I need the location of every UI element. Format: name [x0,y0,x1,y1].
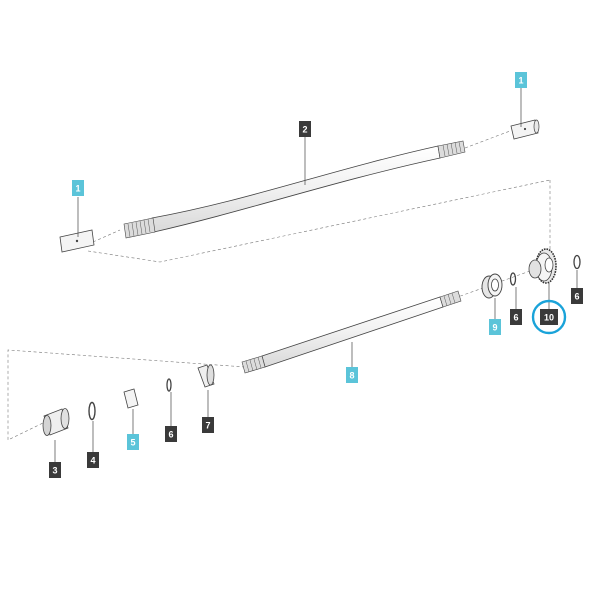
assembly-guide-lines [7,130,556,441]
part-10-gear [528,248,557,284]
svg-text:1: 1 [518,76,523,86]
svg-text:10: 10 [544,313,554,323]
callout-tag-5: 5 [127,434,139,450]
svg-text:7: 7 [205,421,210,431]
callout-tag-10: 10 [540,309,558,325]
svg-text:5: 5 [130,438,135,448]
part-5-sleeve [123,388,139,409]
leader-lines [54,88,578,462]
svg-text:9: 9 [492,323,497,333]
part-7-spacer [197,364,215,388]
callout-tag-4: 4 [87,452,99,468]
callout-tag-9: 9 [489,319,501,335]
callout-tag-3: 3 [49,462,61,478]
callout-tag-1-right: 1 [515,72,527,88]
part-1-sleeve-left [59,229,95,253]
part-3-bushing [42,408,70,436]
svg-text:6: 6 [168,430,173,440]
part-4-ring [88,401,96,421]
part-2-upper-shaft [123,140,466,239]
callout-tag-7: 7 [202,417,214,433]
svg-text:1: 1 [75,184,80,194]
callout-tag-2: 2 [299,121,311,137]
svg-text:4: 4 [90,456,95,466]
svg-text:2: 2 [302,125,307,135]
part-6-snap-ring-right [573,254,581,270]
part-6-snap-ring-left [166,378,172,392]
part-1-sleeve-right [510,119,540,140]
callout-tag-8: 8 [346,367,358,383]
part-8-lower-shaft [241,290,462,374]
part-9-bearing [481,273,503,299]
svg-text:8: 8 [349,371,354,381]
part-6-snap-ring-middle [509,272,517,286]
svg-text:6: 6 [574,292,579,302]
callout-tag-6-right: 6 [571,288,583,304]
callout-tag-6-left: 6 [165,426,177,442]
callout-tag-6-middle: 6 [510,309,522,325]
svg-text:3: 3 [52,466,57,476]
highlight-ring [531,299,567,335]
callout-tag-1-left: 1 [72,180,84,196]
svg-text:6: 6 [513,313,518,323]
